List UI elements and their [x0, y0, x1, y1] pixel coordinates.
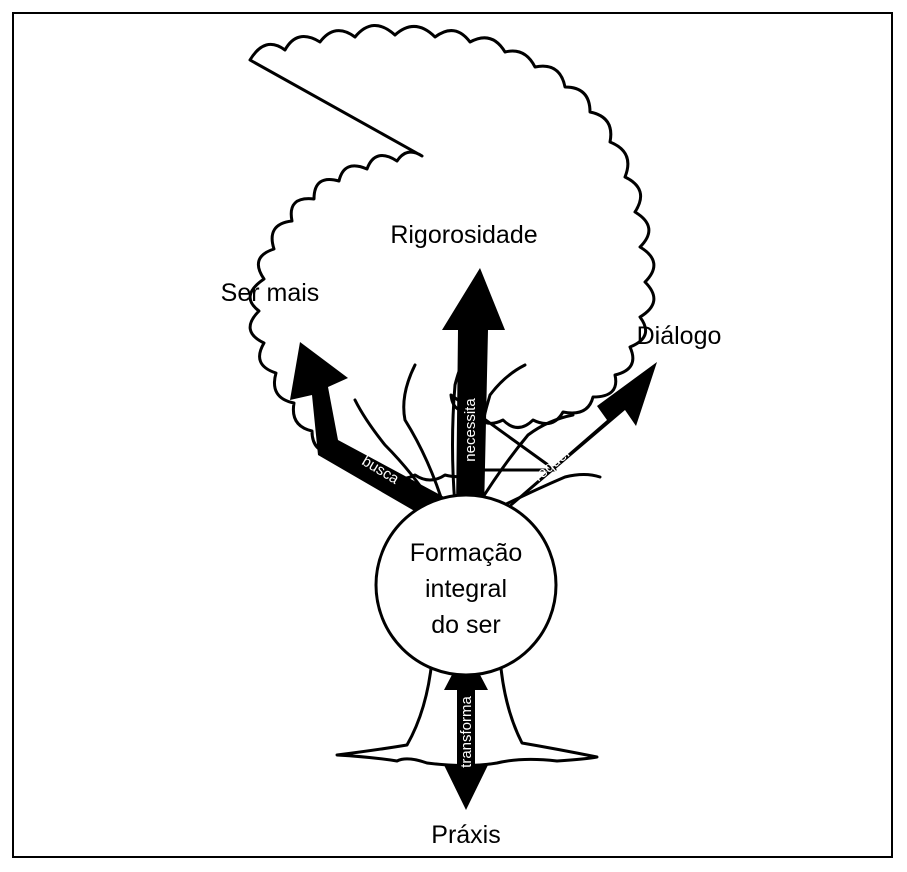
center-line-1: Formação [410, 539, 523, 567]
center-line-2: integral [425, 575, 507, 603]
label-dialogo: Diálogo [637, 322, 722, 350]
arrow-label-transforma: transforma [458, 696, 475, 768]
label-ser-mais: Ser mais [221, 279, 320, 307]
arrow-label-necessita: necessita [462, 398, 479, 462]
center-line-3: do ser [431, 611, 500, 639]
label-rigorosidade: Rigorosidade [390, 221, 537, 249]
label-praxis: Práxis [431, 821, 500, 849]
